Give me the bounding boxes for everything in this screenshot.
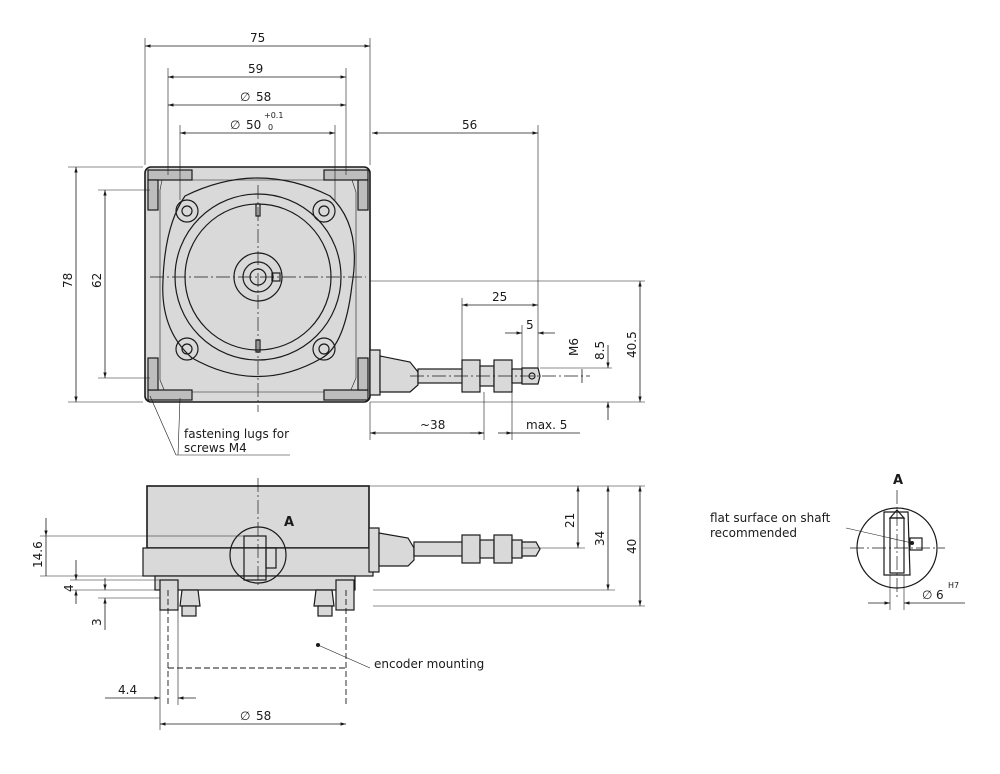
dim-21: 21 (563, 513, 577, 528)
detail-a: A flat surface on shaft recommended ∅ 6 … (710, 473, 965, 610)
dim-38: ~38 (420, 418, 445, 432)
screws (175, 199, 336, 361)
label-fastening-line1: fastening lugs for (184, 427, 289, 441)
dim-d50: 50 (246, 118, 261, 132)
dim-d6-tol: H7 (948, 581, 959, 590)
dim-40: 40 (625, 539, 639, 554)
label-flat-line2: recommended (710, 526, 797, 540)
dim-d58-top: 58 (256, 90, 271, 104)
dim-4-4: 4.4 (118, 683, 137, 697)
side-dimensions: 21 34 40 14.6 4 3 4.4 ∅ 58 encoder mount… (31, 485, 645, 726)
dim-d58-bottom: 58 (256, 709, 271, 723)
dim-25: 25 (492, 290, 507, 304)
dim-56: 56 (462, 118, 477, 132)
dim-40-5: 40.5 (625, 331, 639, 358)
dim-78: 78 (61, 273, 75, 288)
diameter-symbol: ∅ (240, 709, 250, 723)
cable-outlet (369, 349, 590, 396)
view-a-label: A (284, 515, 294, 530)
dim-max5: max. 5 (526, 418, 567, 432)
dim-d50-tol-lower: 0 (268, 123, 273, 132)
dim-5: 5 (526, 318, 534, 332)
label-encoder: encoder mounting (374, 657, 484, 671)
top-dimensions: 75 59 ∅ 58 ∅ 50 +0.1 0 56 78 62 25 5 (61, 31, 645, 456)
diameter-symbol: ∅ (240, 90, 250, 104)
dim-4: 4 (62, 584, 76, 592)
dim-8-5: 8.5 (593, 341, 607, 360)
dim-14-6: 14.6 (31, 541, 45, 568)
dim-d6: 6 (936, 588, 944, 602)
diameter-symbol: ∅ (922, 588, 932, 602)
dim-75: 75 (250, 31, 265, 45)
label-flat-line1: flat surface on shaft (710, 511, 831, 525)
corner-lugs (147, 169, 369, 401)
dim-62: 62 (90, 273, 104, 288)
dim-m6: M6 (567, 338, 581, 356)
dim-d50-tol-upper: +0.1 (264, 111, 283, 120)
side-view: A (142, 478, 541, 730)
detail-a-label: A (893, 473, 903, 488)
label-fastening-line2: screws M4 (184, 441, 247, 455)
top-view (144, 166, 590, 412)
dim-3: 3 (90, 618, 104, 626)
dim-59: 59 (248, 62, 263, 76)
dim-34: 34 (593, 531, 607, 546)
diameter-symbol: ∅ (230, 118, 240, 132)
